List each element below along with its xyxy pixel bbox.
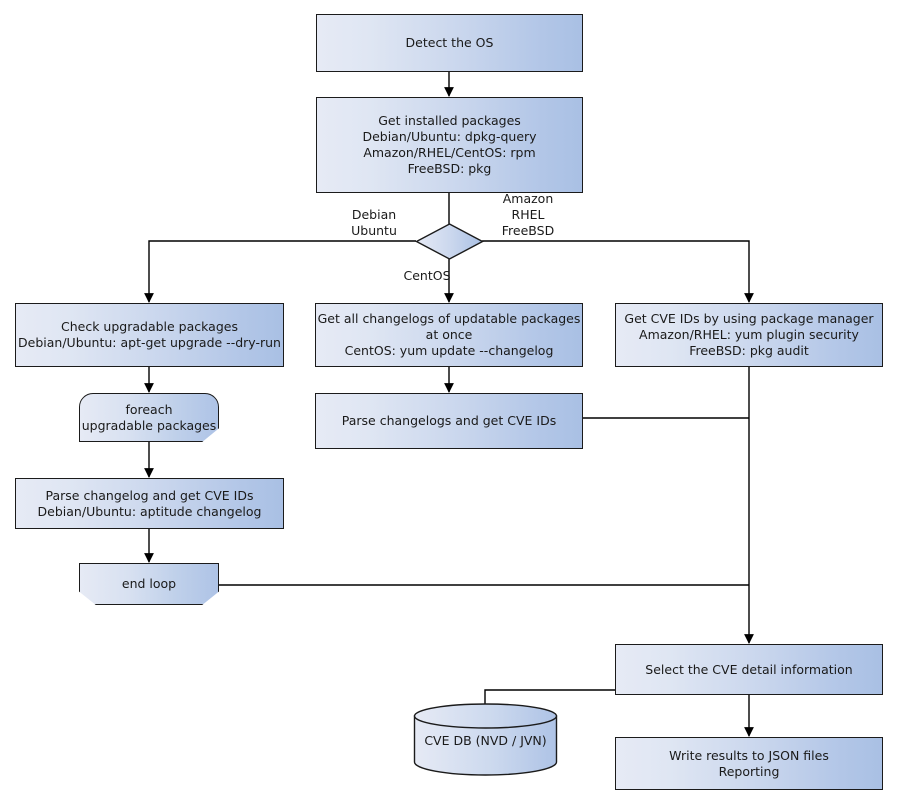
node-foreach-loop-start-label: foreach upgradable packages <box>81 401 217 433</box>
node-end-loop[interactable]: end loop <box>79 563 219 605</box>
node-parse-changelogs-centos-label: Parse changelogs and get CVE IDs <box>341 413 557 428</box>
node-write-results[interactable]: Write results to JSON files Reporting <box>615 737 883 790</box>
node-get-installed-packages[interactable]: Get installed packages Debian/Ubuntu: dp… <box>316 97 583 193</box>
edge-label-amazon-rhel-freebsd: Amazon RHEL FreeBSD <box>501 191 555 238</box>
node-foreach-loop-start[interactable]: foreach upgradable packages <box>79 393 219 442</box>
node-select-cve-detail-label: Select the CVE detail information <box>645 661 853 677</box>
node-write-results-label: Write results to JSON files Reporting <box>669 747 829 779</box>
edge-label-centos: CentOS <box>403 268 451 283</box>
node-end-loop-label: end loop <box>121 576 177 591</box>
edge-decision-left <box>144 240 416 303</box>
node-get-cve-ids-package-manager-label: Get CVE IDs by using package manager Ama… <box>624 311 874 358</box>
node-parse-changelogs-centos[interactable]: Parse changelogs and get CVE IDs <box>315 393 583 449</box>
node-detect-os-label: Detect the OS <box>405 35 494 50</box>
node-os-decision[interactable] <box>415 223 484 260</box>
node-detect-os[interactable]: Detect the OS <box>316 14 583 72</box>
node-get-installed-packages-label: Get installed packages Debian/Ubuntu: dp… <box>362 113 537 176</box>
node-select-cve-detail[interactable]: Select the CVE detail information <box>615 644 883 695</box>
node-parse-changelog-debian-label: Parse changelog and get CVE IDs Debian/U… <box>37 487 262 519</box>
node-cve-database-label: CVE DB (NVD / JVN) <box>424 733 547 748</box>
edge-label-debian-ubuntu: Debian Ubuntu <box>351 207 397 238</box>
node-get-all-changelogs[interactable]: Get all changelogs of updatable packages… <box>315 303 583 367</box>
node-parse-changelog-debian[interactable]: Parse changelog and get CVE IDs Debian/U… <box>15 478 284 529</box>
node-cve-database[interactable]: CVE DB (NVD / JVN) <box>413 703 558 776</box>
node-get-all-changelogs-label: Get all changelogs of updatable packages… <box>317 311 581 358</box>
node-get-cve-ids-package-manager[interactable]: Get CVE IDs by using package manager Ama… <box>615 303 883 367</box>
node-check-upgradable-packages[interactable]: Check upgradable packages Debian/Ubuntu:… <box>15 303 284 367</box>
node-check-upgradable-packages-label: Check upgradable packages Debian/Ubuntu:… <box>18 319 281 350</box>
edge-decision-right <box>482 240 754 303</box>
